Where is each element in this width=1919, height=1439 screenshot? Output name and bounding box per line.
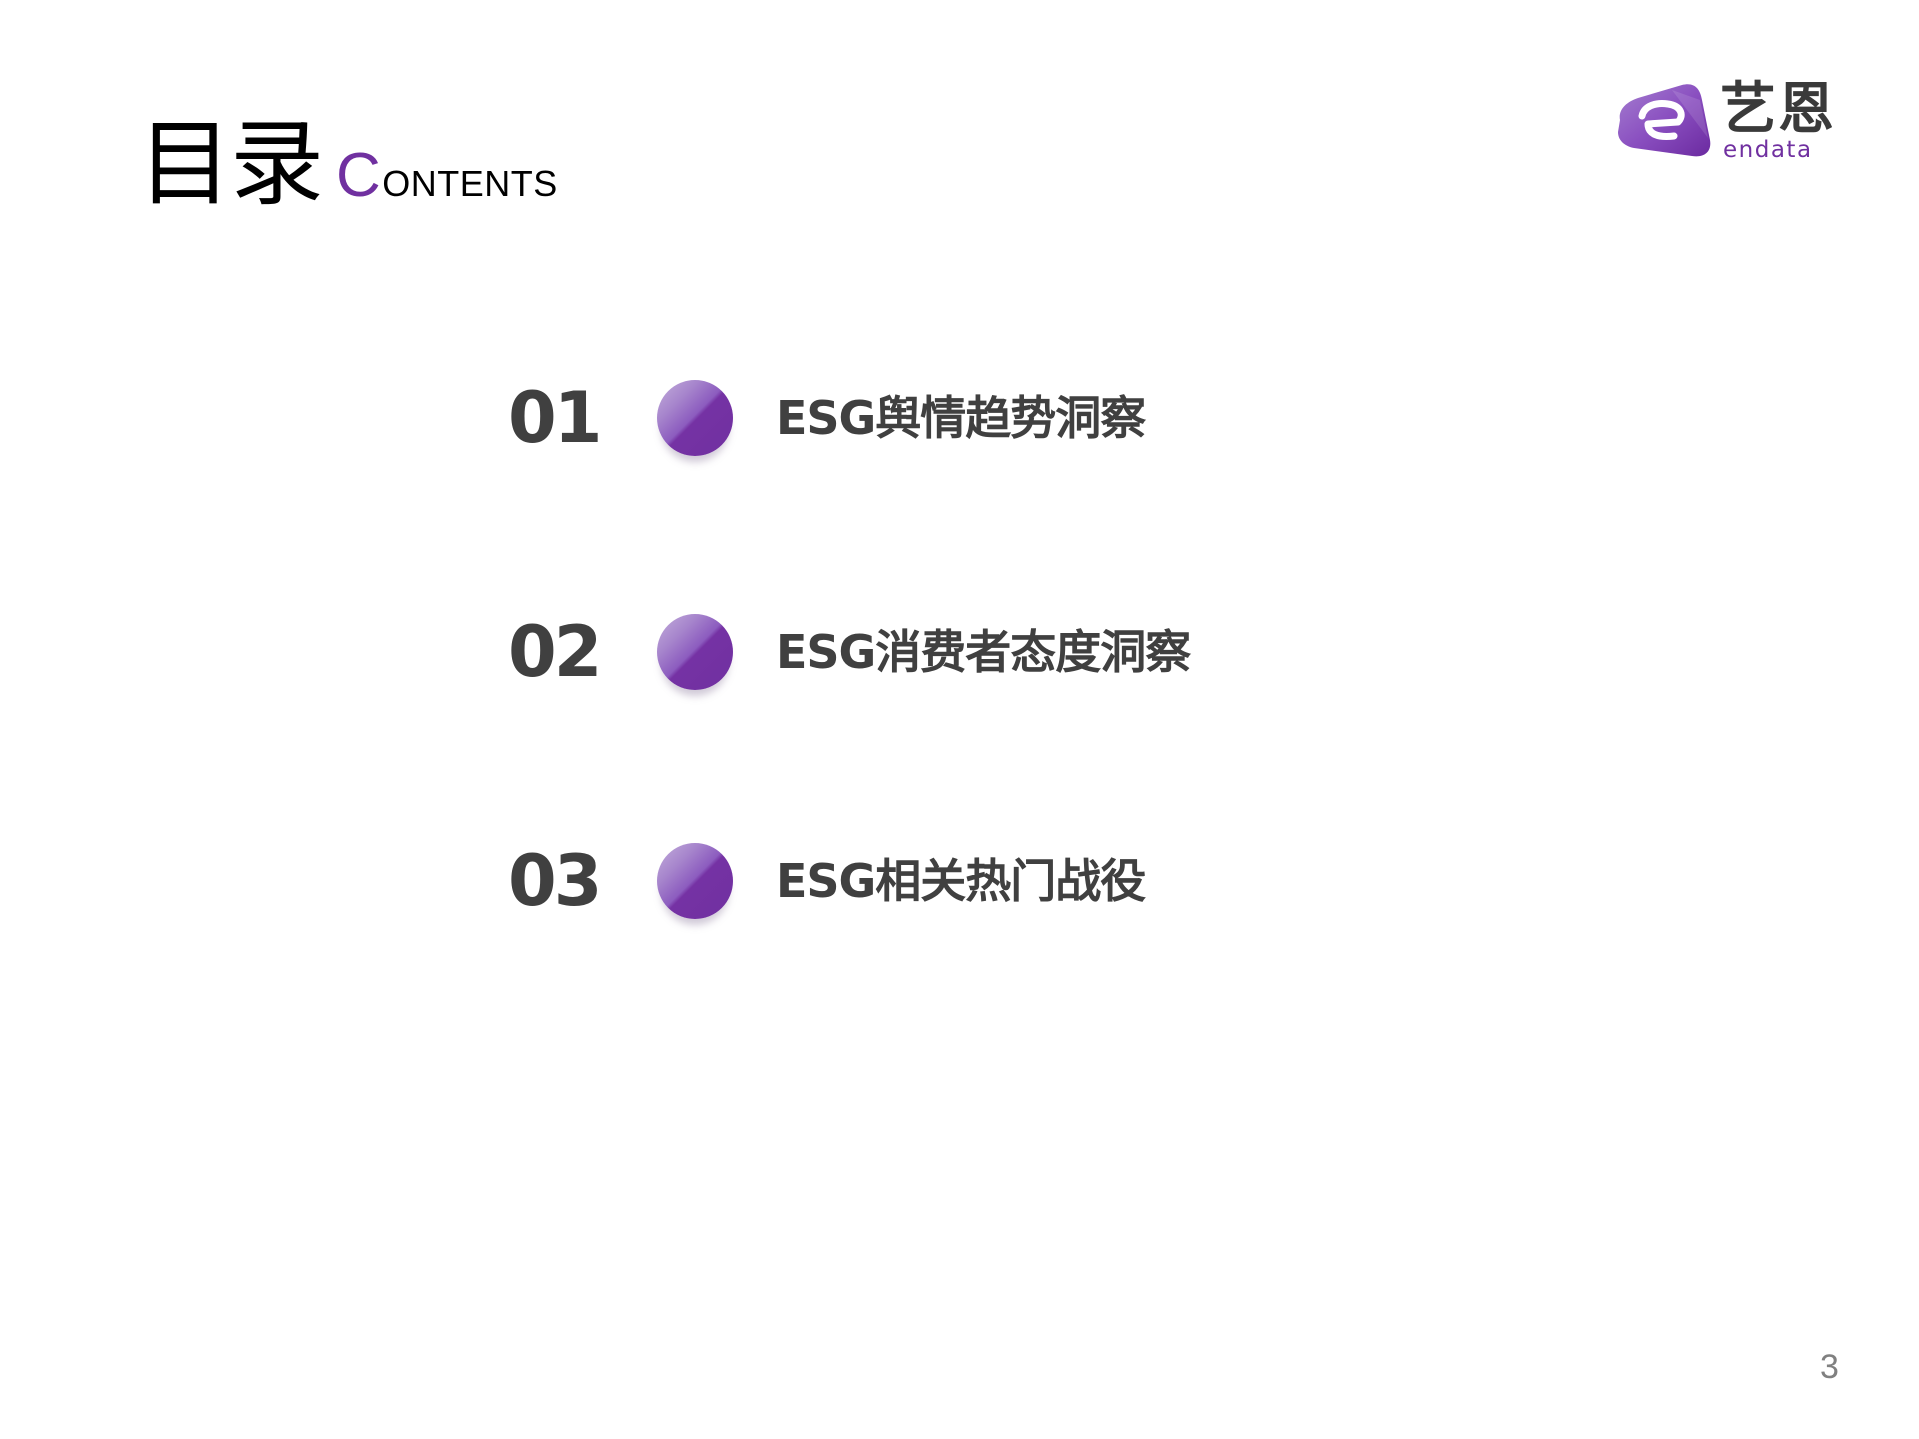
purple-sphere-bullet-icon	[657, 614, 733, 690]
toc-item-label: ESG消费者态度洞察	[776, 625, 1191, 679]
page-title-chinese: 目录	[138, 110, 324, 219]
toc-item-number: 03	[508, 840, 602, 922]
page-number: 3	[1820, 1348, 1839, 1386]
purple-sphere-bullet-icon	[657, 843, 733, 919]
toc-item-label: ESG舆情趋势洞察	[776, 391, 1146, 445]
page-title-english-initial: C	[336, 141, 382, 210]
logo-chinese-text: 艺恩	[1720, 77, 1836, 142]
toc-item-number: 02	[508, 611, 602, 693]
page-title: 目录 CONTENTS	[138, 118, 558, 228]
endata-e-logo-icon	[1618, 84, 1711, 157]
endata-logo: 艺恩 endata	[1612, 77, 1862, 163]
toc-item-label: ESG相关热门战役	[776, 854, 1146, 908]
toc-item-number: 01	[508, 377, 602, 459]
toc-item-01[interactable]: 01 ESG舆情趋势洞察	[508, 373, 1308, 463]
toc-item-03[interactable]: 03 ESG相关热门战役	[508, 836, 1308, 926]
toc-item-02[interactable]: 02 ESG消费者态度洞察	[508, 607, 1308, 697]
page-title-english: CONTENTS	[336, 140, 558, 211]
logo-english-text: endata	[1723, 137, 1813, 163]
purple-sphere-bullet-icon	[657, 380, 733, 456]
page-title-english-rest: ONTENTS	[382, 163, 558, 204]
